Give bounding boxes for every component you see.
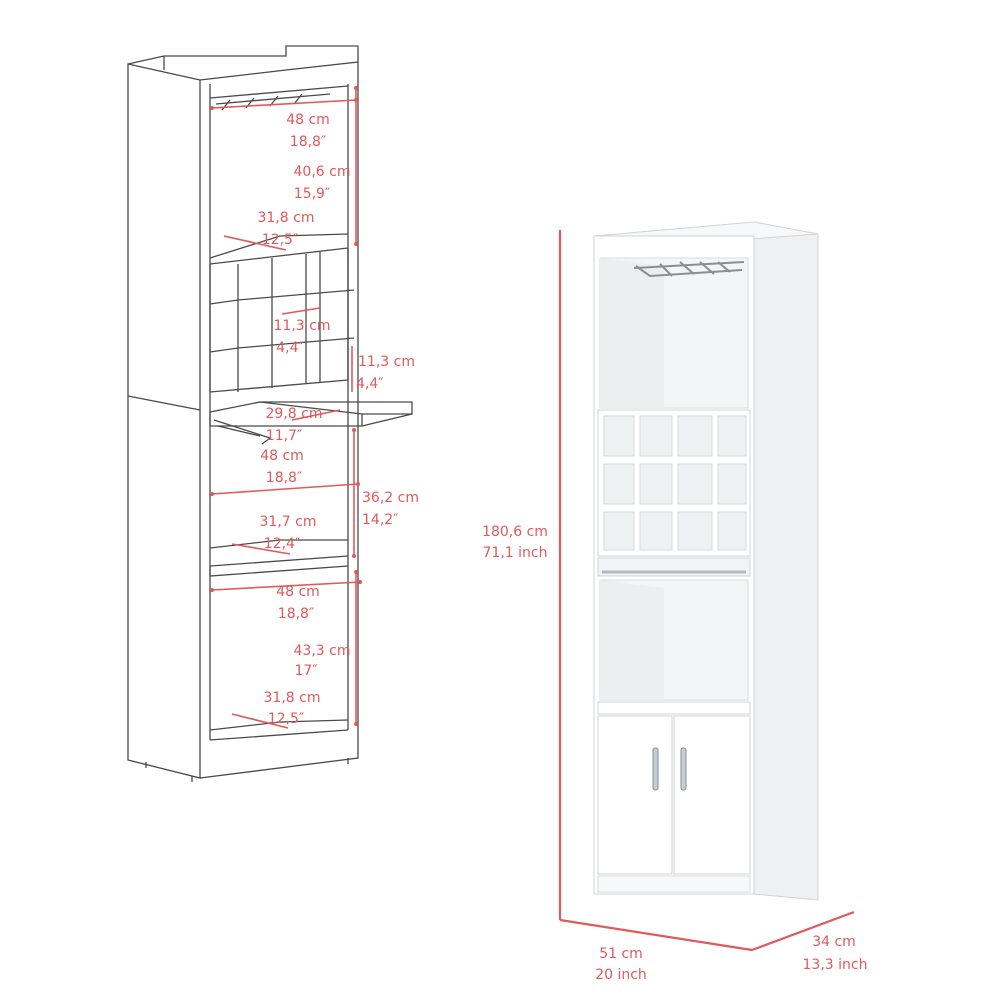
upper-depth-inch: 12,5″ <box>261 232 299 248</box>
total-height-cm: 180,6 cm <box>482 524 548 540</box>
upper-width-inch: 18,8″ <box>289 134 327 150</box>
upper-width-arrow <box>211 99 357 109</box>
middle-height-cm: 36,2 cm <box>362 490 419 506</box>
cubby-width-inch: 4,4″ <box>276 340 304 356</box>
lower-depth-arrow <box>231 713 289 729</box>
top-panel <box>127 45 359 81</box>
line-drawing-dimensions <box>211 88 361 729</box>
middle-depth-cm: 31,7 cm <box>259 514 317 530</box>
total-width-cm: 51 cm <box>599 946 643 962</box>
middle-width-cm: 48 cm <box>260 448 304 464</box>
rendered-cabinet <box>593 221 819 901</box>
cubby-height-cm: 11,3 cm <box>358 354 415 370</box>
lower-height-inch: 17″ <box>294 663 318 679</box>
lower-depth-inch: 12,5″ <box>267 711 305 727</box>
depth-line <box>751 910 855 952</box>
middle-width-inch: 18,8″ <box>265 470 303 486</box>
pullout-depth-arrow <box>291 409 341 421</box>
cubby-width-cm: 11,3 cm <box>273 318 331 334</box>
total-depth-cm: 34 cm <box>812 934 856 950</box>
side-panel <box>127 63 201 779</box>
total-depth-inch: 13,3 inch <box>802 957 868 973</box>
lower-height-cm: 43,3 cm <box>293 643 351 659</box>
left-door <box>597 715 673 875</box>
lower-depth-cm: 31,8 cm <box>263 690 321 706</box>
line-drawing-arrowheads <box>210 86 362 726</box>
rendered-cabinet-dimensions <box>558 230 855 952</box>
lower-width-inch: 18,8″ <box>277 606 315 622</box>
lower-shelf <box>209 719 349 741</box>
total-height-inch: 71,1 inch <box>482 545 548 561</box>
pullout-depth-inch: 11,7″ <box>265 428 303 444</box>
upper-width-cm: 48 cm <box>286 112 330 128</box>
cubby-width-arrow <box>281 307 321 315</box>
lower-width-cm: 48 cm <box>276 584 320 600</box>
cabinet-feet <box>145 758 349 782</box>
pullout-tray <box>209 401 413 445</box>
side-panel-seam <box>127 395 201 411</box>
wine-rack <box>209 248 355 393</box>
right-door <box>673 715 751 875</box>
front-right-edge <box>199 62 359 779</box>
pullout-depth-cm: 29,8 cm <box>265 406 323 422</box>
middle-width-arrow <box>211 483 359 495</box>
middle-height-inch: 14,2″ <box>362 512 399 528</box>
lower-width-arrow <box>211 581 361 591</box>
divider-panel <box>209 565 349 577</box>
total-width-inch: 20 inch <box>595 967 647 983</box>
middle-shelf <box>209 539 349 567</box>
middle-depth-arrow <box>231 543 291 555</box>
right-door-handle <box>680 747 687 791</box>
plinth <box>597 875 751 893</box>
glass-rack <box>215 93 331 111</box>
upper-depth-cm: 31,8 cm <box>257 210 315 226</box>
middle-shelf-render <box>597 701 751 715</box>
upper-back-top <box>209 85 349 99</box>
middle-opening-shadow <box>600 580 664 700</box>
glass-rack-render <box>633 261 745 278</box>
left-door-handle <box>652 747 659 791</box>
cubby-height-inch: 4,4″ <box>356 376 384 392</box>
upper-shelf <box>209 233 349 265</box>
cabinet-side <box>753 221 819 901</box>
upper-depth-arrow <box>223 235 287 251</box>
upper-height-inch: 15,9″ <box>293 186 331 202</box>
width-line <box>559 918 753 952</box>
upper-height-cm: 40,6 cm <box>293 164 351 180</box>
line-drawing-cabinet <box>127 45 413 782</box>
middle-depth-inch: 12,4″ <box>263 536 301 552</box>
upper-opening-shadow <box>600 258 664 408</box>
wine-cubbies-render <box>603 415 747 551</box>
